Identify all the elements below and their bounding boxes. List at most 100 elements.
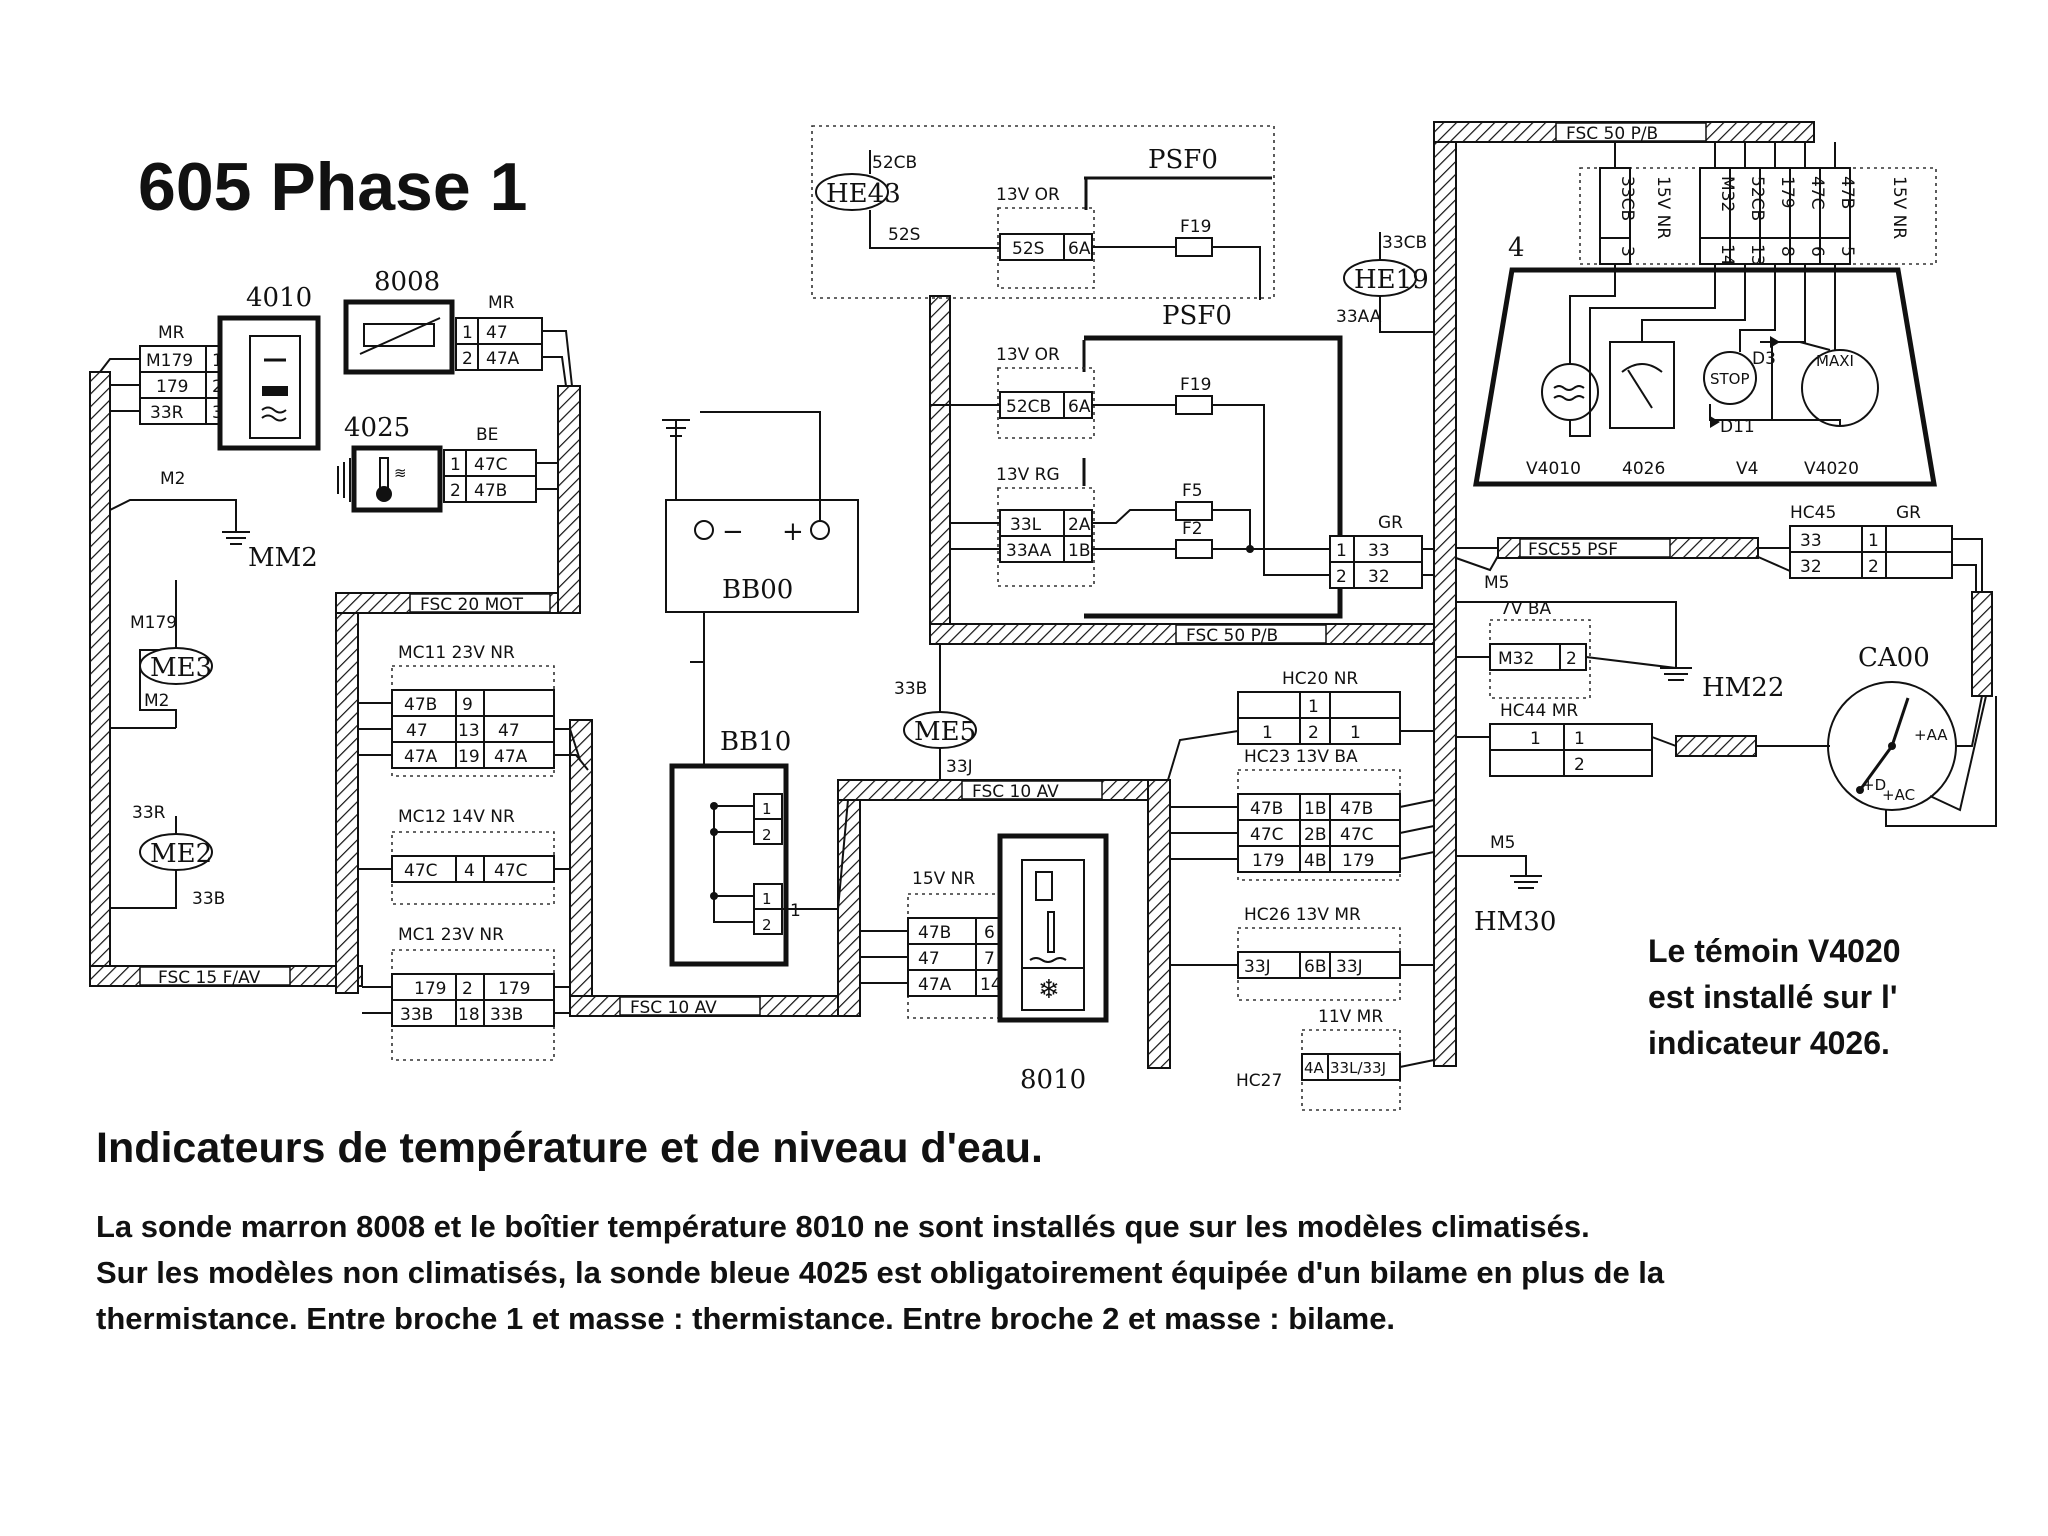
connector-hc27: 11V MR HC27 4A 33L/33J [1236, 1007, 1401, 1111]
svg-text:7: 7 [984, 949, 995, 969]
component-cluster-4: 4 STOP MAXI D3 D11 V4010 4026 V4 V4020 [1473, 233, 1937, 487]
svg-text:13: 13 [1747, 244, 1767, 266]
svg-text:7V BA: 7V BA [1500, 599, 1552, 619]
svg-text:D11: D11 [1720, 417, 1755, 437]
note-line: est installé sur l' [1648, 979, 1898, 1015]
svg-text:179: 179 [414, 979, 446, 999]
svg-text:1: 1 [1336, 541, 1347, 561]
svg-text:+: + [782, 517, 804, 547]
svg-text:+AC: +AC [1882, 786, 1915, 804]
svg-text:V4020: V4020 [1804, 459, 1859, 479]
svg-text:GR: GR [1896, 503, 1921, 523]
svg-text:32: 32 [1368, 567, 1390, 587]
svg-text:52S: 52S [888, 225, 920, 245]
harness-labels: FSC 20 MOT FSC 15 F/AV FSC 10 AV FSC 10 … [139, 122, 1707, 1018]
component-psf0: PSF0 13V OR 52CB 6A F19 13V RG 33L 2A 33… [996, 301, 1343, 619]
svg-text:4010: 4010 [246, 283, 312, 313]
svg-text:❄: ❄ [1038, 975, 1060, 1005]
svg-text:33J: 33J [1336, 957, 1363, 977]
connector-be-4025: BE 1 47C 2 47B [443, 425, 537, 503]
svg-text:MC1 23V NR: MC1 23V NR [398, 925, 504, 945]
svg-text:1B: 1B [1068, 541, 1090, 561]
svg-text:4B: 4B [1304, 851, 1326, 871]
svg-text:33: 33 [1800, 531, 1822, 551]
svg-text:52CB: 52CB [872, 153, 917, 173]
svg-text:HC44 MR: HC44 MR [1500, 701, 1578, 721]
ground-m5-label: M5 [1484, 573, 1509, 593]
svg-text:BE: BE [476, 425, 498, 445]
svg-text:≋: ≋ [394, 464, 407, 482]
svg-text:9: 9 [462, 695, 473, 715]
svg-text:HC26 13V MR: HC26 13V MR [1244, 905, 1361, 925]
svg-text:179: 179 [1342, 851, 1374, 871]
svg-text:47C: 47C [1807, 176, 1827, 210]
svg-text:2: 2 [1868, 557, 1879, 577]
component-ca00: CA00 +AA +D +AC [1827, 643, 1997, 827]
svg-text:V4: V4 [1736, 459, 1758, 479]
svg-text:47B: 47B [1340, 799, 1373, 819]
svg-text:14: 14 [980, 975, 1002, 995]
svg-text:13: 13 [458, 721, 480, 741]
connector-mr-4010: MR M179 1 179 2 33R 3 [139, 323, 233, 425]
harness-fsc50a-label: FSC 50 P/B [1186, 626, 1278, 646]
svg-text:47B: 47B [1837, 176, 1857, 209]
note-v4020: Le témoin V4020 est installé sur l' indi… [1648, 928, 1901, 1066]
harness-fsc55-label: FSC55 PSF [1528, 540, 1618, 560]
svg-text:2: 2 [762, 916, 772, 934]
svg-text:15V NR: 15V NR [912, 869, 975, 889]
svg-text:2: 2 [1336, 567, 1347, 587]
page-title: 605 Phase 1 [138, 149, 528, 225]
svg-text:2: 2 [762, 826, 772, 844]
description: La sonde marron 8008 et le boîtier tempé… [96, 1204, 1996, 1342]
connector-hc20: HC20 NR 1 1 2 1 [1237, 669, 1401, 745]
harness-fsc10a-label: FSC 10 AV [972, 782, 1059, 802]
connector-hc26: HC26 13V MR 33J 6B 33J [1237, 905, 1401, 1001]
svg-text:47: 47 [498, 721, 520, 741]
description-line: La sonde marron 8008 et le boîtier tempé… [96, 1209, 1590, 1244]
svg-text:47B: 47B [918, 923, 951, 943]
svg-text:HC23 13V BA: HC23 13V BA [1244, 747, 1358, 767]
component-8010: ❄ 8010 [997, 833, 1109, 1095]
svg-text:33J: 33J [1244, 957, 1271, 977]
svg-text:6A: 6A [1068, 239, 1091, 259]
component-4010: 4010 [217, 283, 321, 451]
svg-text:8: 8 [1777, 246, 1797, 257]
splice-me2: 33R ME2 33B [110, 803, 225, 909]
svg-text:47B: 47B [404, 695, 437, 715]
svg-text:179: 179 [1777, 176, 1797, 208]
svg-text:47A: 47A [494, 747, 528, 767]
svg-text:MC11 23V NR: MC11 23V NR [398, 643, 515, 663]
svg-text:52CB: 52CB [1747, 176, 1767, 221]
splice-he19: 33CB HE19 33AA [1336, 232, 1434, 333]
svg-text:15V NR: 15V NR [1653, 176, 1673, 239]
svg-text:33B: 33B [490, 1005, 523, 1025]
svg-text:ME5: ME5 [914, 717, 976, 747]
svg-text:MR: MR [158, 323, 185, 343]
svg-text:14: 14 [1717, 244, 1737, 266]
connector-mc12: MC12 14V NR 47C 4 47C [391, 807, 555, 905]
svg-text:47B: 47B [1250, 799, 1283, 819]
svg-text:179: 179 [1252, 851, 1284, 871]
connector-mc11: MC11 23V NR 47B 9 47 13 47 47A 19 47A [391, 643, 555, 777]
svg-text:4A: 4A [1304, 1059, 1325, 1077]
component-bb10: BB10 1 2 1 2 [669, 727, 791, 967]
ground-hm22: HM22 [1660, 667, 1784, 703]
svg-text:PSF0: PSF0 [1148, 145, 1218, 175]
svg-text:MC12 14V NR: MC12 14V NR [398, 807, 515, 827]
svg-text:1: 1 [790, 901, 801, 921]
svg-text:M179: M179 [146, 351, 193, 371]
svg-text:CA00: CA00 [1858, 643, 1930, 673]
svg-text:33L: 33L [1010, 515, 1042, 535]
svg-text:15V NR: 15V NR [1889, 176, 1909, 239]
description-line: thermistance. Entre broche 1 et masse : … [96, 1301, 1396, 1336]
note-line: Le témoin V4020 [1648, 933, 1901, 969]
svg-text:1: 1 [212, 351, 223, 371]
svg-text:1: 1 [1530, 729, 1541, 749]
svg-text:1B: 1B [1304, 799, 1326, 819]
svg-text:1: 1 [1574, 729, 1585, 749]
svg-text:1: 1 [1868, 531, 1879, 551]
svg-text:47C: 47C [1340, 825, 1374, 845]
svg-text:+AA: +AA [1914, 726, 1948, 744]
svg-text:13V OR: 13V OR [996, 185, 1060, 205]
